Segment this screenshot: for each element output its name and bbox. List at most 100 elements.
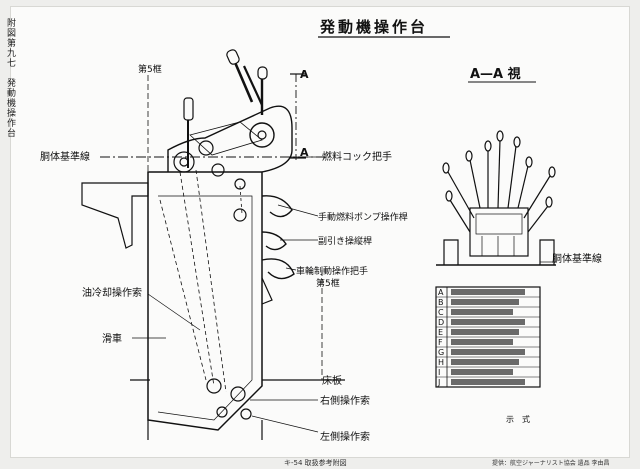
legend-letter: J [437, 378, 440, 387]
pulley-lower-2 [230, 386, 246, 402]
stand-inner-line [157, 195, 253, 421]
pulley-top-right-hub [257, 130, 267, 140]
aa-lever-3 [497, 139, 501, 209]
lever-4-knob [257, 66, 268, 80]
aa-knob-2 [484, 140, 492, 152]
pulley-top-mid [198, 140, 214, 156]
aa-knob-7 [548, 166, 556, 178]
aa-lever-8 [449, 199, 471, 233]
legend-entry-handwriting [451, 359, 519, 365]
drawing-sheet [10, 6, 630, 458]
pulley-top-left-hub [179, 157, 189, 167]
label-frame5-mid: 第5框 [316, 277, 340, 289]
legend-entry-handwriting [451, 379, 525, 385]
label-oil-cooler: 油冷却操作索 [82, 286, 142, 299]
label-right-cable: 右側操作索 [320, 394, 370, 407]
aa-section-view [436, 130, 556, 266]
legend-letter: H [438, 358, 444, 367]
legend-entry-handwriting [451, 349, 525, 355]
legend-letter: A [438, 288, 444, 297]
label-frame5-top: 第5框 [138, 63, 162, 75]
leader-left-cable [251, 415, 319, 433]
pulley-top-left [173, 151, 195, 173]
cable-run-4 [239, 185, 243, 215]
legend-letter: C [438, 308, 444, 317]
lever-2 [232, 59, 254, 103]
label-hand-pump: 手動燃料ポンプ操作桿 [318, 211, 408, 223]
legend-entry-handwriting [451, 299, 519, 305]
pulley-lower-3 [216, 406, 228, 418]
aa-body [469, 207, 529, 257]
pulley-lower-1 [206, 378, 222, 394]
legend-entry-handwriting [451, 309, 513, 315]
footer-caption: キ-54 取扱参考附図 [284, 459, 347, 467]
brake-bracket [261, 277, 273, 305]
diagram-title: 発動機操作台 [319, 18, 428, 36]
aa-lever-7 [523, 175, 551, 219]
footer-credit: 提供：航空ジャーナリスト協会 遺品 李由昌 [492, 460, 610, 467]
leader-oil-cooler [147, 293, 201, 331]
aa-lever-5 [517, 165, 529, 209]
label-fuselage-ref-right: 胴体基準線 [552, 252, 602, 265]
legend-letter: B [438, 298, 444, 307]
cable-run-1 [179, 171, 215, 387]
stamp-text: 示 式 [506, 414, 530, 424]
aa-knob-3 [496, 130, 504, 142]
lever-3 [243, 65, 263, 106]
lever-1-knob [183, 97, 194, 121]
cable-run-3 [159, 199, 207, 381]
label-left-cable: 左側操作索 [320, 430, 370, 443]
leader-brake [285, 267, 297, 271]
pulley-mid [211, 163, 225, 177]
aa-support-left [443, 239, 459, 265]
aa-lever-4 [507, 145, 517, 209]
aa-knob-1 [465, 150, 473, 162]
aa-knob-5 [525, 156, 533, 168]
pulley-plate [189, 121, 263, 156]
legend-letter: I [438, 368, 440, 377]
leader-hand-pump [277, 204, 319, 217]
lever-2-knob [226, 49, 240, 65]
aa-lever-6 [447, 171, 475, 219]
legend-letter: G [438, 348, 444, 357]
aa-support-right [539, 239, 555, 265]
legend-entry-handwriting [451, 339, 513, 345]
pulley-lower-4 [240, 408, 252, 420]
cable-run-2 [195, 169, 227, 393]
brake-handle [261, 258, 295, 280]
legend-letter: D [438, 318, 444, 327]
aa-knob-6 [442, 162, 450, 174]
legend-entry-handwriting [451, 329, 519, 335]
section-mark-top: A [300, 68, 309, 81]
pump-handle [261, 195, 293, 218]
aa-lever-1 [469, 159, 481, 209]
side-caption-line-1: 附図第九七 [5, 18, 15, 68]
label-pulley: 滑車 [102, 332, 122, 345]
legend-entry-handwriting [451, 369, 513, 375]
top-housing [167, 105, 293, 173]
choke-handle [261, 231, 287, 251]
legend-letter: F [438, 338, 443, 347]
legend-letter: E [438, 328, 443, 337]
left-shelf [81, 182, 149, 249]
aa-lever-9 [527, 205, 549, 233]
control-stand-side-view [81, 49, 345, 440]
view-title: A—A 視 [470, 66, 521, 82]
aa-knob-4 [513, 136, 521, 148]
legend-entry-handwriting [451, 319, 525, 325]
stand-body [147, 171, 263, 431]
aa-knob-9 [545, 196, 553, 208]
legend-entry-handwriting [451, 289, 525, 295]
label-fuselage-ref-left: 胴体基準線 [40, 150, 90, 163]
aa-knob-8 [445, 190, 453, 202]
leader-lines [132, 156, 322, 433]
pulley-top-right [249, 122, 275, 148]
side-caption-line-2: 発動機操作台 [5, 77, 15, 138]
label-fuel-cock: 燃料コック把手 [322, 150, 392, 163]
pulley-mid-right [233, 208, 247, 222]
aa-inner-box [475, 213, 523, 235]
label-brake: 車輪制動操作把手 [296, 265, 368, 277]
